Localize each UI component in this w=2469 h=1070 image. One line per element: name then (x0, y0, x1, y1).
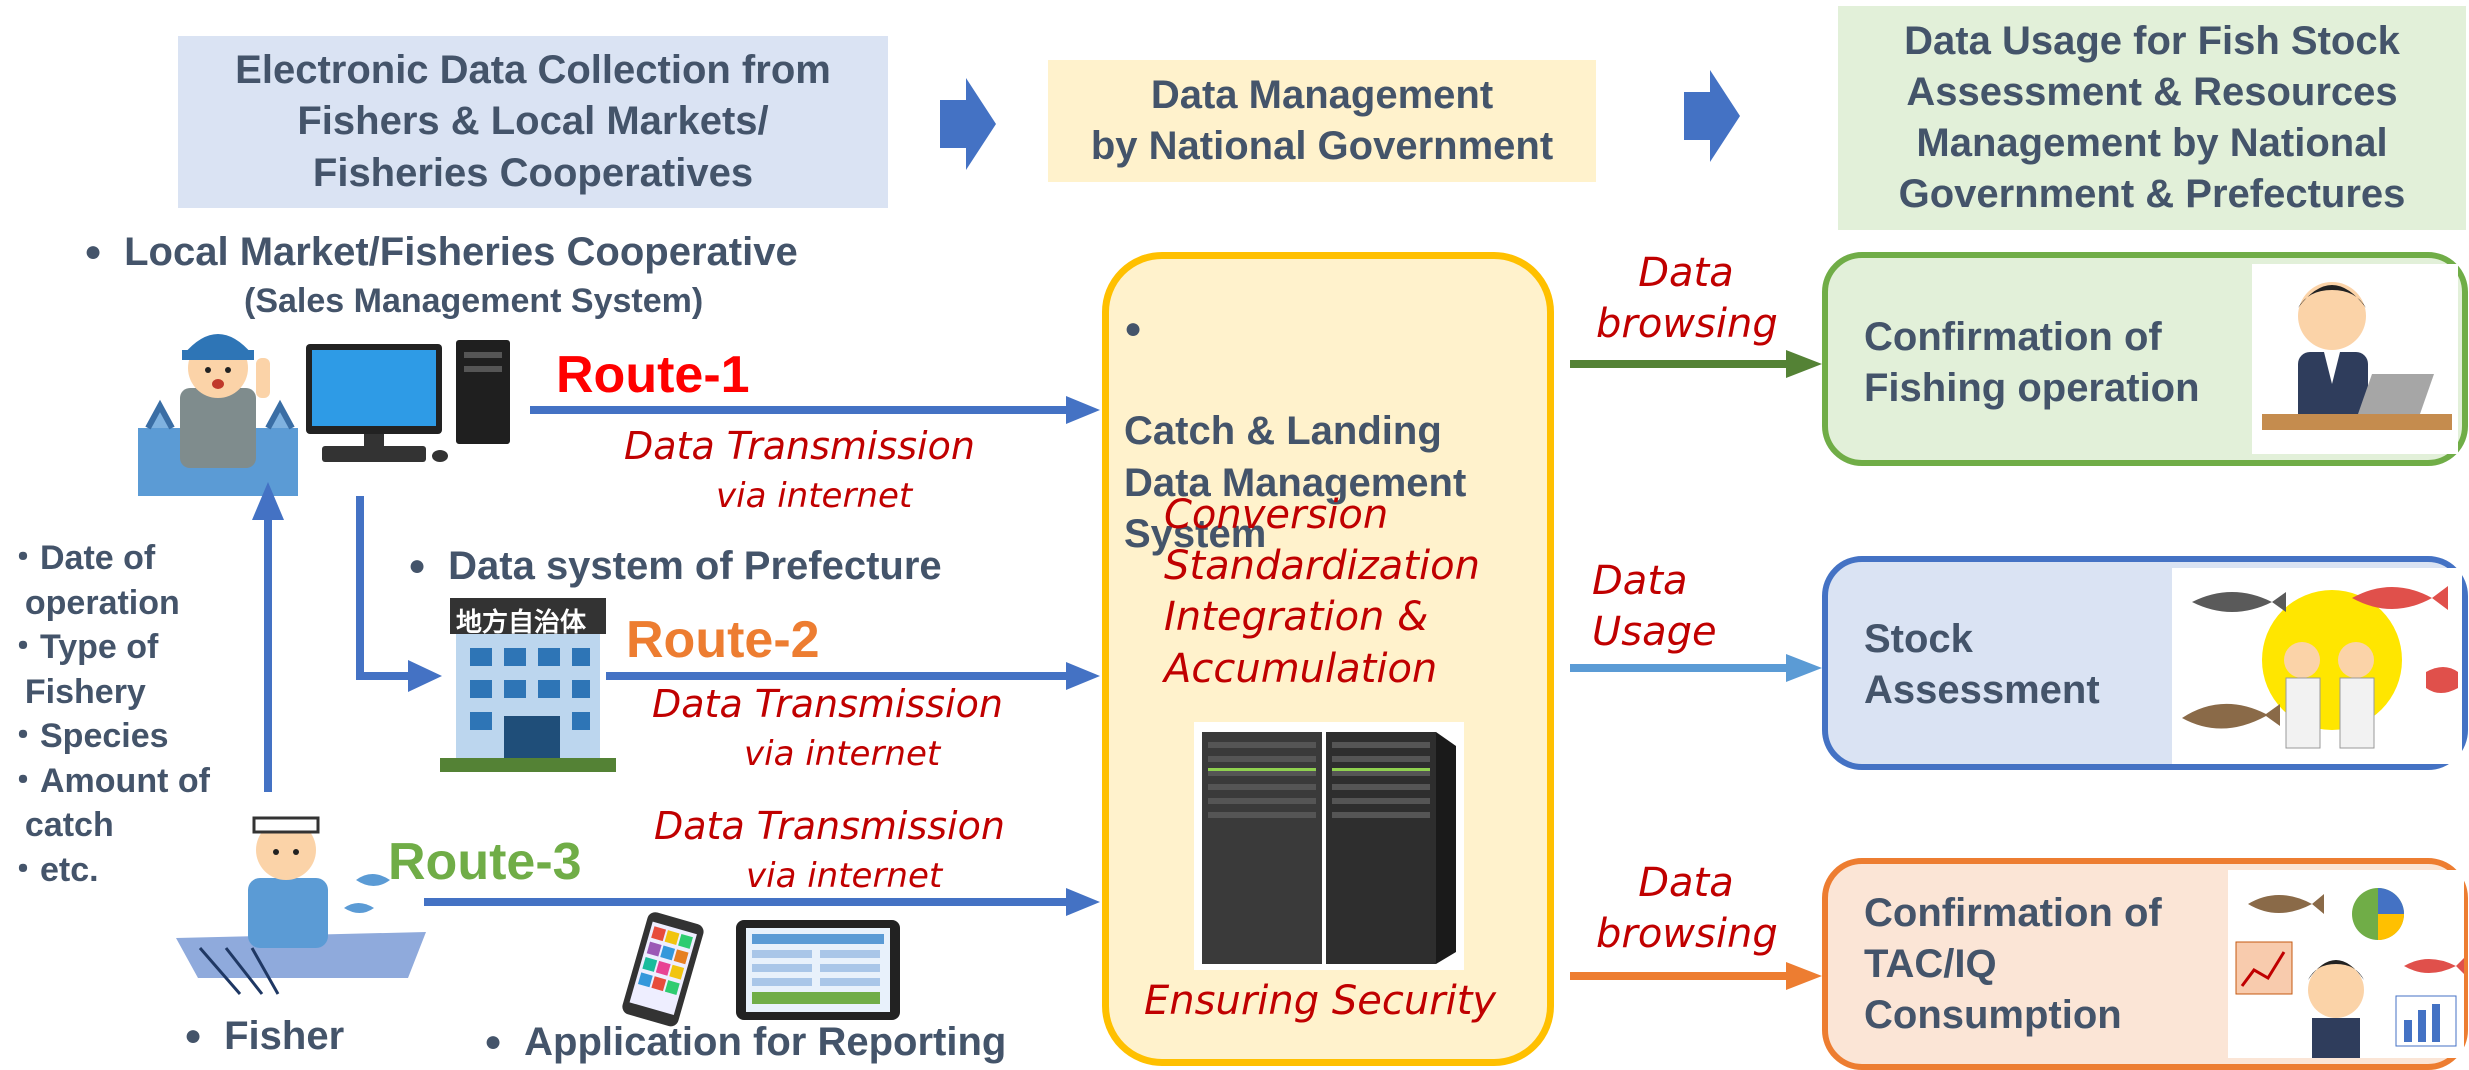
center-system-title: ● Catch & Landing Data Management System (1124, 312, 1467, 556)
flow-3-arrow (1570, 962, 1822, 990)
smartphone-icon (622, 912, 704, 1027)
fisher-to-market-arrow (252, 482, 284, 792)
municipality-building-icon (440, 598, 616, 772)
tablet-icon (736, 920, 900, 1020)
route-2-arrow (606, 662, 1100, 690)
municipality-sign: 地方自治体 (456, 608, 587, 638)
market-title: Local Market/Fisheries Cooperative (84, 230, 798, 275)
scientists-with-fish-icon (2172, 568, 2462, 764)
prefecture-title: Data system of Prefecture (408, 544, 942, 589)
flow-2-label: Data Usage (1592, 558, 1717, 656)
header-data-usage: Data Usage for Fish Stock Assessment & R… (1838, 6, 2466, 230)
data-item: ・Date of (6, 539, 156, 577)
route-1-transmission: Data Transmission (624, 424, 975, 468)
fisher-title: Fisher (184, 1014, 344, 1059)
data-item: ・etc. (6, 850, 99, 889)
output-1-text: Confirmation of Fishing operation (1864, 315, 2200, 411)
output-stock-assessment-box: Stock Assessment (1822, 556, 2468, 770)
market-vendor-icon (138, 334, 298, 496)
output-3-text: Confirmation of TAC/IQ Consumption (1864, 891, 2162, 1038)
market-to-prefecture-arrow (356, 496, 442, 692)
flow-2-arrow (1570, 654, 1822, 682)
route-1-arrow (530, 396, 1100, 424)
output-fishing-operation-box: Confirmation of Fishing operation (1822, 252, 2468, 466)
server-icon (1194, 722, 1464, 970)
route-2-via: via internet (744, 734, 941, 774)
flow-3-label: Data browsing (1596, 860, 1778, 958)
route-3-transmission: Data Transmission (654, 804, 1005, 848)
data-item: ・Species (6, 717, 169, 755)
output-tac-iq-box: Confirmation of TAC/IQ Consumption (1822, 858, 2468, 1070)
data-item: ・Type of (6, 628, 159, 666)
center-processes: Conversion Standardization Integration &… (1164, 492, 1480, 692)
market-subtitle: (Sales Management System) (244, 282, 704, 320)
app-title: Application for Reporting (484, 1020, 1006, 1065)
data-item: catch (6, 806, 114, 844)
data-items-list: ・Date of operation ・Type of Fishery ・Spe… (6, 536, 210, 892)
person-at-laptop-icon (2252, 264, 2458, 454)
header-arrow-2-icon (1684, 70, 1740, 162)
output-2-text: Stock Assessment (1864, 617, 2100, 713)
route-2-transmission: Data Transmission (652, 682, 1003, 726)
header-data-management: Data Management by National Government (1048, 60, 1596, 182)
data-item: operation (6, 583, 180, 622)
data-item: Fishery (6, 672, 146, 711)
route-1-via: via internet (716, 476, 913, 516)
data-item: ・Amount of (6, 761, 210, 800)
header-arrow-1-icon (940, 78, 996, 170)
flow-1-label: Data browsing (1596, 250, 1778, 348)
fisher-icon (176, 816, 426, 995)
person-with-charts-icon (2228, 870, 2464, 1058)
route-2-label: Route-2 (626, 611, 820, 669)
route-1-label: Route-1 (556, 346, 750, 404)
route-3-label: Route-3 (388, 833, 582, 891)
header-data-collection: Electronic Data Collection from Fishers … (178, 36, 888, 208)
flow-1-arrow (1570, 350, 1822, 378)
bullet-icon: ● (1124, 312, 1143, 345)
center-security: Ensuring Security (1144, 978, 1497, 1024)
route-3-arrow (424, 888, 1100, 916)
computer-icon (306, 340, 510, 462)
route-3-via: via internet (746, 856, 943, 896)
